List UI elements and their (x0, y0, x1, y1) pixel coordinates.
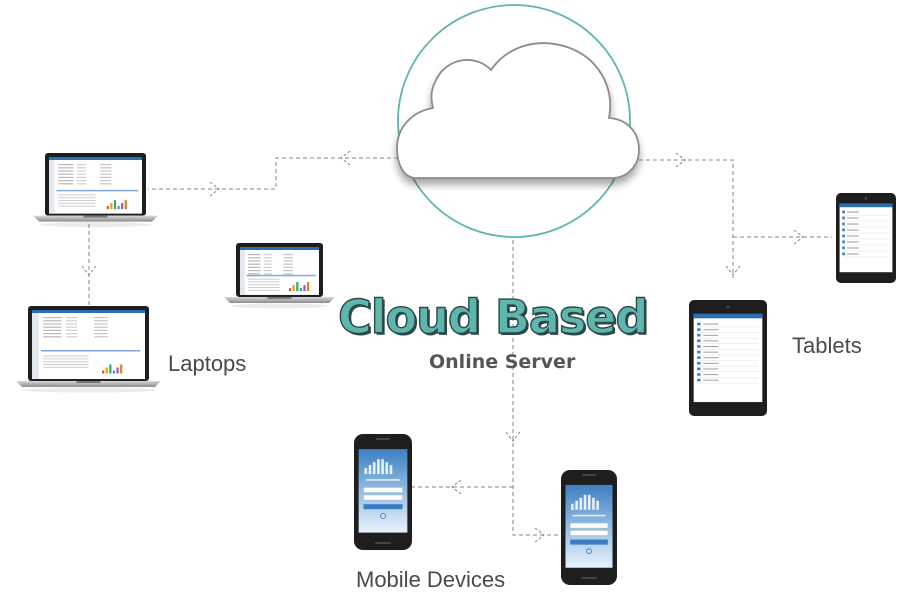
devices (16, 153, 896, 585)
label-mobile-devices: Mobile Devices (356, 567, 506, 592)
arrow-icon (534, 527, 545, 543)
arrow-icon (793, 229, 804, 245)
arrow-icon (505, 431, 521, 442)
connector-cloud-left (148, 157, 398, 190)
arrow-icon (725, 265, 741, 276)
tablet-icon (689, 300, 767, 416)
laptop-icon (224, 243, 335, 309)
arrow-icons (81, 150, 804, 543)
cloud-circle (397, 4, 631, 238)
connector-lines (88, 157, 832, 536)
connector-cloud-right (632, 159, 734, 278)
arrow-icon (340, 150, 351, 166)
label-tablets: Tablets (792, 333, 862, 358)
phone-icon (354, 434, 412, 550)
arrow-icon (209, 181, 220, 197)
arrow-icon (451, 479, 462, 495)
tablet-icon (836, 193, 896, 283)
label-laptops: Laptops (168, 351, 247, 376)
cloud-icon (396, 42, 640, 179)
page-subtitle: Online Server (429, 351, 576, 373)
connector-cloud-down (512, 240, 562, 536)
laptop-icon (33, 153, 158, 228)
phone-icon (561, 470, 617, 585)
arrow-icon (675, 152, 686, 168)
page-title: Cloud Based (337, 289, 649, 344)
laptop-icon (16, 306, 161, 393)
arrow-icon (81, 265, 97, 276)
